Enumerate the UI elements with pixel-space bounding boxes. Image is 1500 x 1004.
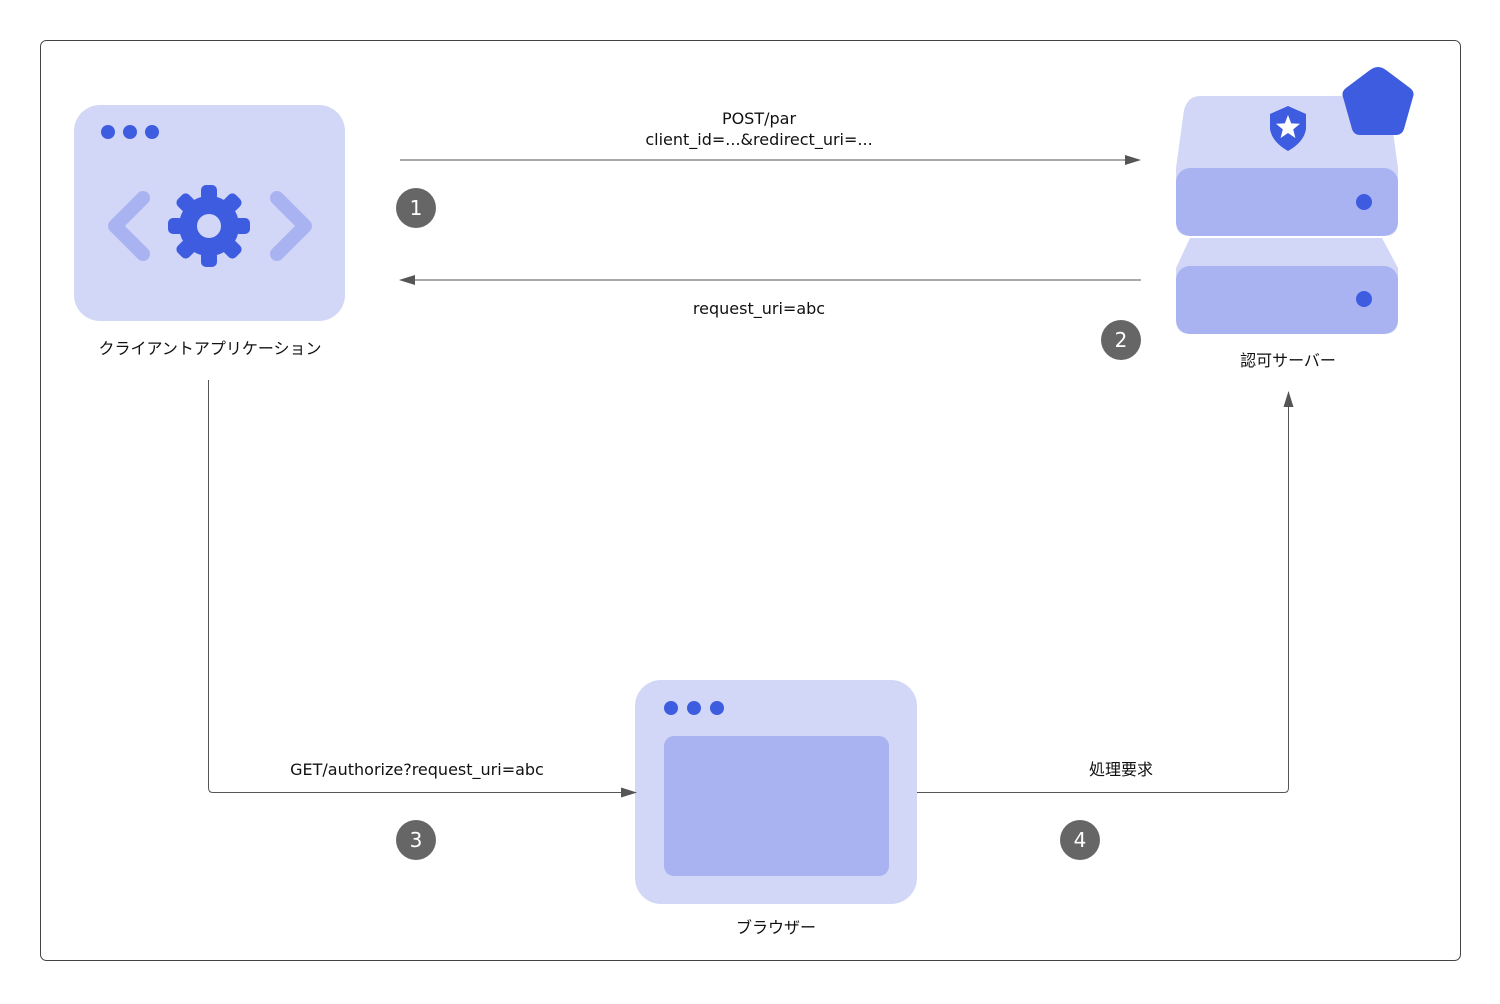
server-light-icon <box>1356 194 1372 210</box>
auth-server-node: 認可サーバー <box>1176 67 1414 370</box>
step-badge-3: 3 <box>396 820 436 860</box>
step-badge-1: 1 <box>396 188 436 228</box>
server-stack-icon <box>1176 67 1414 334</box>
browser-node: ブラウザー <box>635 680 917 937</box>
edge-step-2: request_uri=abc 2 <box>399 275 1141 360</box>
browser-content-area <box>664 736 889 876</box>
client-app-node: クライアントアプリケーション <box>74 105 345 358</box>
window-dot-icon <box>123 125 137 139</box>
window-dot-icon <box>101 125 115 139</box>
browser-window-icon <box>635 680 917 904</box>
step-number-3: 3 <box>410 828 423 852</box>
shield-star-icon <box>1270 106 1306 151</box>
window-dot-icon <box>687 701 701 715</box>
chevron-right-icon <box>270 191 312 261</box>
edge-step-3: GET/authorize?request_uri=abc 3 <box>208 380 637 860</box>
gear-icon <box>168 185 250 267</box>
step-number-1: 1 <box>410 196 423 220</box>
chevron-left-icon <box>108 191 150 261</box>
window-dot-icon <box>145 125 159 139</box>
step-badge-4: 4 <box>1060 820 1100 860</box>
edge-1-label-line-2: client_id=...&redirect_uri=... <box>645 130 872 150</box>
edge-4-label: 処理要求 <box>1089 760 1153 779</box>
auth-server-label: 認可サーバー <box>1240 351 1336 370</box>
edge-step-1: POST/par client_id=...&redirect_uri=... … <box>396 109 1141 228</box>
window-dot-icon <box>664 701 678 715</box>
app-window-gear-icon <box>74 105 345 321</box>
edge-1-label-line-1: POST/par <box>722 109 797 128</box>
step-number-4: 4 <box>1074 828 1087 852</box>
pentagon-badge-icon <box>1342 67 1414 135</box>
step-number-2: 2 <box>1115 328 1128 352</box>
arrow-4 <box>917 391 1294 793</box>
browser-label: ブラウザー <box>736 918 816 937</box>
server-light-icon <box>1356 291 1372 307</box>
window-dot-icon <box>710 701 724 715</box>
arrow-3 <box>208 380 637 798</box>
client-app-label: クライアントアプリケーション <box>98 339 321 358</box>
step-badge-2: 2 <box>1101 320 1141 360</box>
edge-step-4: 処理要求 4 <box>917 391 1294 860</box>
edge-2-label: request_uri=abc <box>693 299 825 319</box>
diagram-frame <box>40 40 1461 961</box>
edge-3-label: GET/authorize?request_uri=abc <box>290 760 544 780</box>
